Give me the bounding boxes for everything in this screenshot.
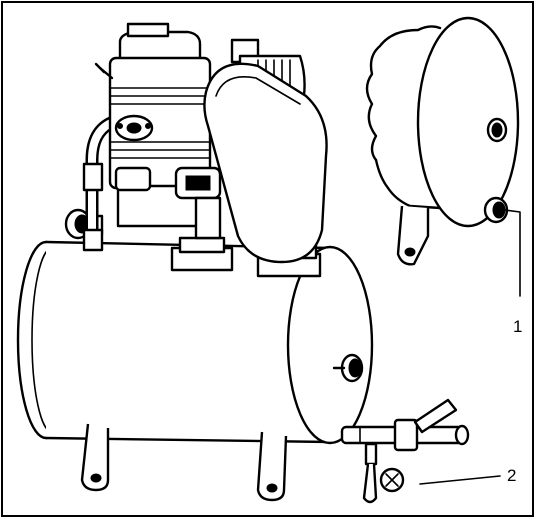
crankcase [174,166,222,240]
belt-guard [203,62,328,264]
outlet-valve-assembly [340,398,470,504]
tank-feet [80,423,288,502]
tank-end-detail [365,16,520,266]
air-tank [16,240,374,445]
tank-drain-plug [332,353,364,383]
callout-1: 1 [504,209,522,336]
callout-2-label: 2 [507,466,516,485]
callout-1-label: 1 [513,317,522,336]
callout-2: 2 [419,466,516,485]
